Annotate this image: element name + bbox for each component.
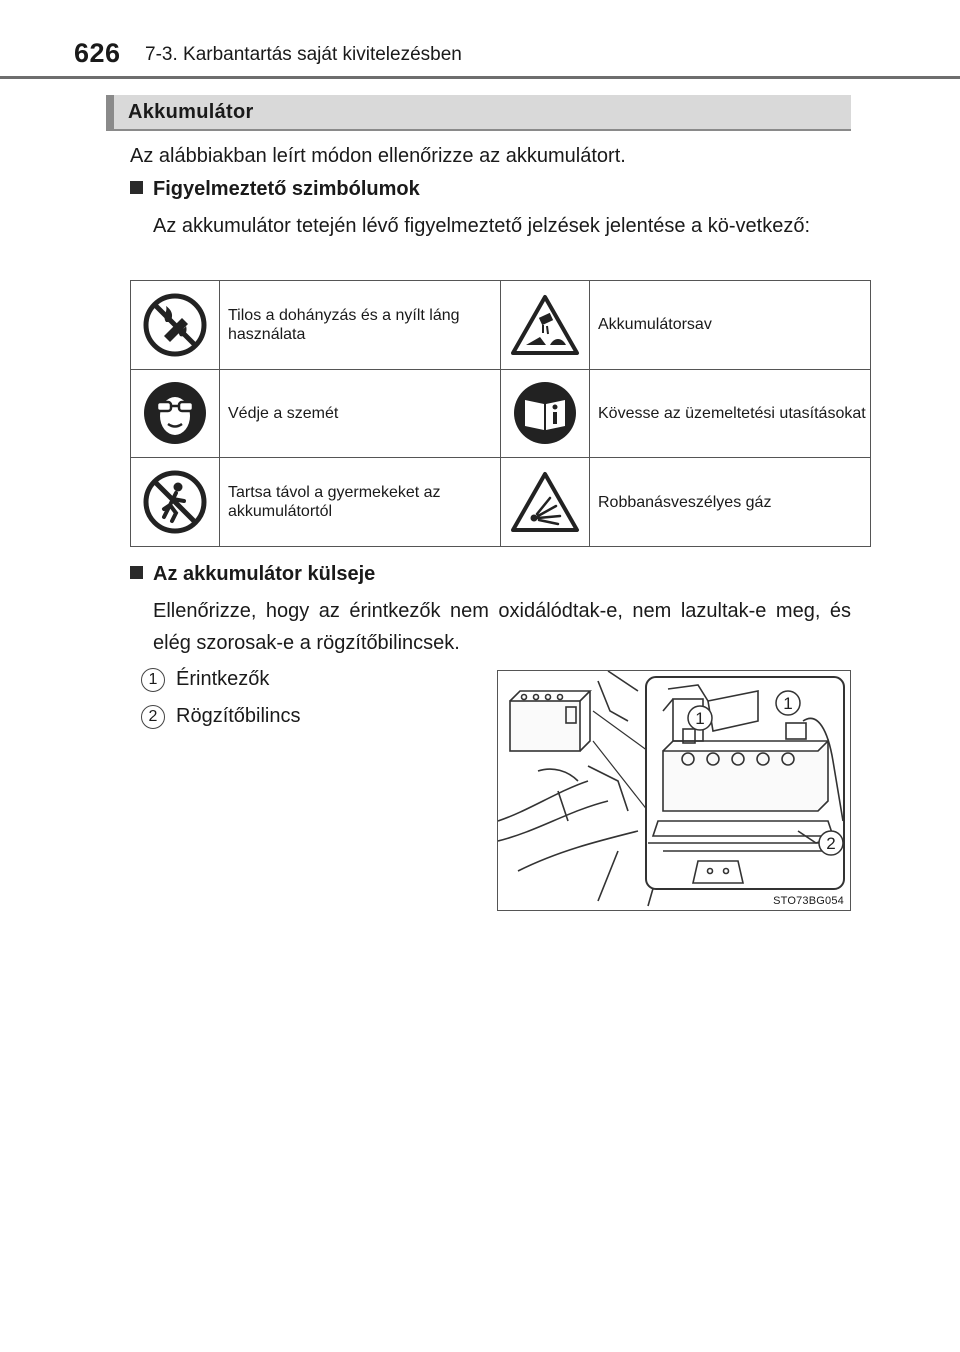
chapter-title: 7-3. Karbantartás saját kivitelezésben [145, 44, 462, 65]
symbol-label: Védje a szemét [219, 368, 501, 459]
warning-symbols-heading: Figyelmeztető szimbólumok [130, 178, 420, 201]
page-number: 626 [74, 38, 121, 68]
no-smoking-flame-icon [143, 293, 207, 357]
symbol-icon-cell [130, 457, 220, 547]
figure-code: STO73BG054 [773, 895, 844, 907]
square-bullet-icon [130, 566, 143, 579]
figure-callout: 1 [775, 690, 801, 716]
legend-number: 2 [141, 705, 165, 729]
section-title: Akkumulátor [128, 101, 254, 123]
battery-engine-bay-drawing: 1 1 2 [498, 671, 845, 907]
symbol-icon-cell [500, 368, 590, 459]
table-row: Tilos a dohányzás és a nyílt láng haszná… [130, 280, 871, 370]
symbol-label: Tartsa távol a gyermekeket az akkumuláto… [219, 457, 501, 547]
table-row: Védje a szemét Kövesse az üzemeltetési u… [130, 368, 871, 459]
operating-instructions-icon [514, 382, 576, 445]
svg-text:2: 2 [826, 834, 835, 853]
header-divider [0, 76, 960, 79]
square-bullet-icon [130, 181, 143, 194]
battery-illustration: 1 1 2 STO73BG054 [497, 670, 851, 911]
section-title-bar: Akkumulátor [106, 95, 851, 131]
warning-symbols-heading-text: Figyelmeztető szimbólumok [153, 178, 420, 200]
symbol-label: Tilos a dohányzás és a nyílt láng haszná… [219, 280, 501, 370]
symbol-icon-cell [130, 280, 220, 370]
legend-number: 1 [141, 668, 165, 692]
warning-symbols-text: Az akkumulátor tetején lévő figyelmeztet… [153, 215, 811, 237]
figure-callout: 1 [687, 705, 713, 731]
svg-text:1: 1 [783, 694, 792, 713]
warning-symbols-table: Tilos a dohányzás és a nyílt láng haszná… [130, 280, 871, 547]
section-intro: Az alábbiakban leírt módon ellenőrizze a… [130, 145, 626, 167]
keep-children-away-icon [143, 470, 207, 534]
symbol-icon-cell [130, 368, 220, 459]
page-header: 626 7-3. Karbantartás saját kivitelezésb… [0, 0, 960, 80]
exterior-text: Ellenőrizze, hogy az érintkezők nem oxid… [153, 600, 851, 654]
symbol-icon-cell [500, 280, 590, 370]
symbol-icon-cell [500, 457, 590, 547]
symbol-label: Kövesse az üzemeltetési utasításokat [589, 368, 871, 459]
exterior-heading-text: Az akkumulátor külseje [153, 563, 376, 585]
table-row: Tartsa távol a gyermekeket az akkumuláto… [130, 457, 871, 547]
legend-label: Rögzítőbilincs [176, 705, 301, 727]
figure-callout: 2 [818, 830, 844, 856]
legend-label: Érintkezők [176, 668, 270, 690]
symbol-label: Robbanásveszélyes gáz [589, 457, 871, 547]
eye-protection-icon [144, 382, 206, 445]
symbol-label: Akkumulátorsav [589, 280, 871, 370]
svg-text:1: 1 [695, 709, 704, 728]
explosive-gas-icon [511, 472, 579, 533]
battery-acid-icon [511, 294, 579, 355]
exterior-heading: Az akkumulátor külseje [130, 563, 375, 586]
